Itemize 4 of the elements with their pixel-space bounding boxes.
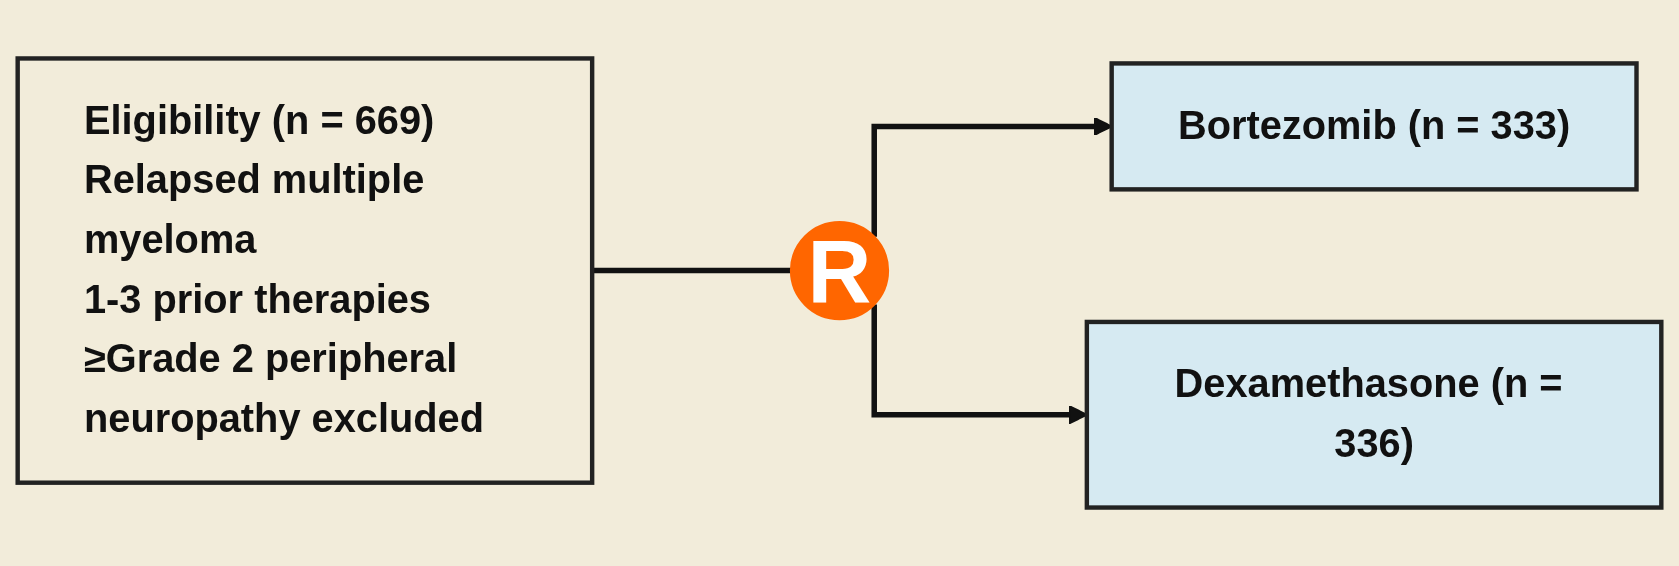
node-box: Bortezomib (n = 333) — [1109, 61, 1639, 192]
node-box: Eligibility (n = 669) Relapsed multiple myeloma 1-3 prior therapies ≥Grade 2 peripheral neuropathy excluded — [15, 56, 595, 485]
node-circle: R — [789, 220, 890, 321]
node-box: Dexamethasone (n = 336) — [1084, 319, 1664, 510]
